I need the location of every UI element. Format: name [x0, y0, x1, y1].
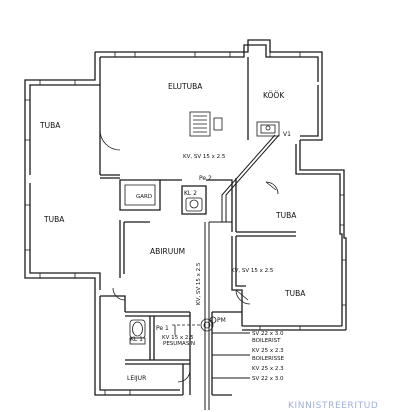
- pipes: [172, 134, 280, 410]
- pipe-label-kv-2: KV 25 x 2.3: [252, 366, 284, 372]
- pipe-label-boileri-2: BOILERISSE: [252, 356, 285, 362]
- room-label-tuba-right-upper: TUBA: [275, 211, 297, 220]
- label-kl2: KL 2: [184, 190, 197, 197]
- pipe-label-vertical: KV, SV 15 x 2.5: [196, 262, 202, 305]
- label-pe1: Pe 1: [156, 325, 169, 332]
- fireplace: [189, 111, 223, 137]
- doors: [99, 129, 279, 383]
- interior-walls: [99, 57, 296, 395]
- room-label-abirum: ABIRUUM: [150, 247, 185, 256]
- watermark: KINNISTREERITUD: [288, 401, 378, 411]
- windows: [25, 52, 346, 395]
- kitchen-sink: [256, 121, 280, 137]
- pipe-label-left-b: PESUMASIN: [163, 341, 195, 347]
- pipe-label-right: KV, SV 15 x 2.5: [231, 268, 274, 274]
- pipe-label-left-a: KV 15 x 2.5: [162, 335, 194, 341]
- room-label-tuba-right-lower: TUBA: [284, 289, 306, 298]
- pipe-label-boileri-1: BOILERIST: [252, 338, 281, 344]
- room-label-gard: GARD: [136, 194, 152, 200]
- pipe-label-sv-upper: SV 22 x 3.0: [252, 331, 284, 337]
- room-label-tuba-top-left: TUBA: [39, 121, 61, 130]
- bathroom-fixtures: [129, 197, 214, 345]
- pipe-label-kv-1: KV 25 x 2.3: [252, 348, 284, 354]
- label-pm: PM: [217, 317, 226, 324]
- label-v1: V1: [283, 131, 291, 138]
- exterior-walls: [24, 39, 347, 396]
- room-label-leiur: LEIJUR: [127, 375, 146, 382]
- pipe-label-sv-lower: SV 22 x 3.0: [252, 376, 284, 382]
- label-kl1: KL 1: [130, 336, 143, 343]
- pipe-label-top: KV, SV 15 x 2.5: [183, 154, 226, 160]
- room-label-elutuba: ELUTUBA: [168, 82, 203, 91]
- label-pe2: Pe 2: [199, 175, 212, 182]
- room-label-kook: KÖÖK: [263, 91, 285, 100]
- room-label-tuba-mid-left: TUBA: [43, 215, 65, 224]
